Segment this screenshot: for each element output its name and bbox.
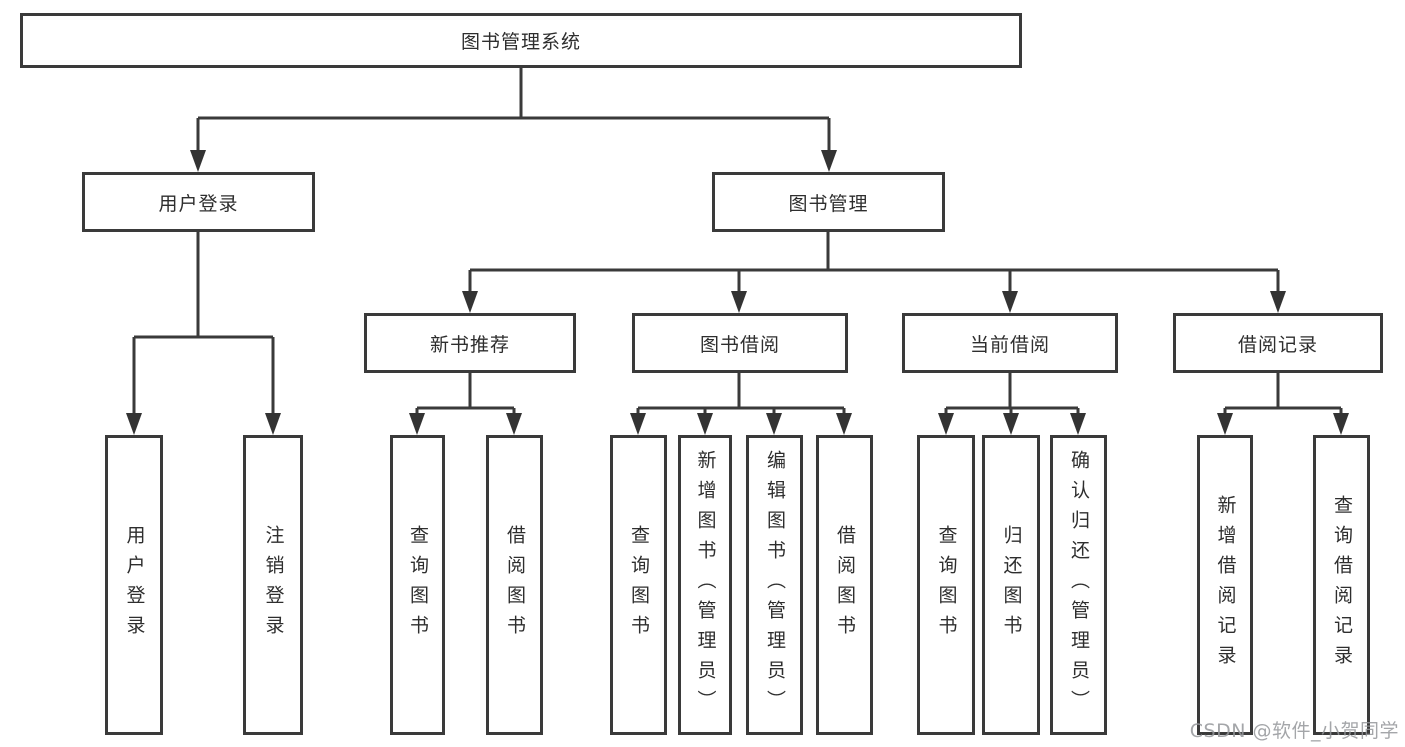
leaf-add-borrow-record: 新增借阅记录	[1197, 435, 1253, 735]
leaf-logout-login: 注销登录	[243, 435, 303, 735]
node-user-login: 用户登录	[82, 172, 315, 232]
leaf-confirm-return-admin: 确认归还（管理员）	[1050, 435, 1107, 735]
node-label: 新增图书（管理员）	[694, 450, 717, 720]
node-current-borrowing: 当前借阅	[902, 313, 1118, 373]
leaf-borrow-books: 借阅图书	[816, 435, 873, 735]
node-label: 新书推荐	[429, 333, 510, 356]
leaf-return-books: 归还图书	[982, 435, 1040, 735]
leaf-query-borrow-record: 查询借阅记录	[1313, 435, 1370, 735]
node-label: 图书借阅	[699, 333, 780, 356]
node-new-book-recommend: 新书推荐	[364, 313, 576, 373]
node-label: 新增借阅记录	[1214, 495, 1237, 675]
node-label: 注销登录	[262, 525, 285, 645]
node-label: 用户登录	[123, 525, 146, 645]
node-label: 图书管理系统	[460, 31, 581, 53]
node-label: 归还图书	[1000, 525, 1023, 645]
leaf-query-books-current: 查询图书	[917, 435, 975, 735]
node-borrow-records: 借阅记录	[1173, 313, 1383, 373]
node-book-borrowing: 图书借阅	[632, 313, 848, 373]
leaf-borrow-books-recommend: 借阅图书	[486, 435, 543, 735]
node-label: 图书管理	[788, 192, 869, 215]
node-label: 借阅图书	[504, 525, 526, 645]
leaf-edit-books-admin: 编辑图书（管理员）	[746, 435, 803, 735]
node-label: 借阅记录	[1237, 333, 1318, 356]
leaf-query-books-borrowing: 查询图书	[610, 435, 667, 735]
node-label: 查询图书	[628, 525, 650, 645]
node-label: 借阅图书	[834, 525, 856, 645]
leaf-user-login: 用户登录	[105, 435, 163, 735]
leaf-query-books-recommend: 查询图书	[390, 435, 445, 735]
node-label: 查询图书	[935, 525, 958, 645]
node-label: 确认归还（管理员）	[1068, 450, 1090, 720]
node-label: 当前借阅	[969, 333, 1050, 356]
node-book-management: 图书管理	[712, 172, 945, 232]
leaf-add-books-admin: 新增图书（管理员）	[678, 435, 732, 735]
node-label: 用户登录	[158, 192, 239, 215]
node-label: 编辑图书（管理员）	[764, 450, 786, 720]
node-label: 查询借阅记录	[1331, 495, 1353, 675]
node-library-management-system: 图书管理系统	[20, 13, 1022, 68]
node-label: 查询图书	[407, 525, 429, 645]
